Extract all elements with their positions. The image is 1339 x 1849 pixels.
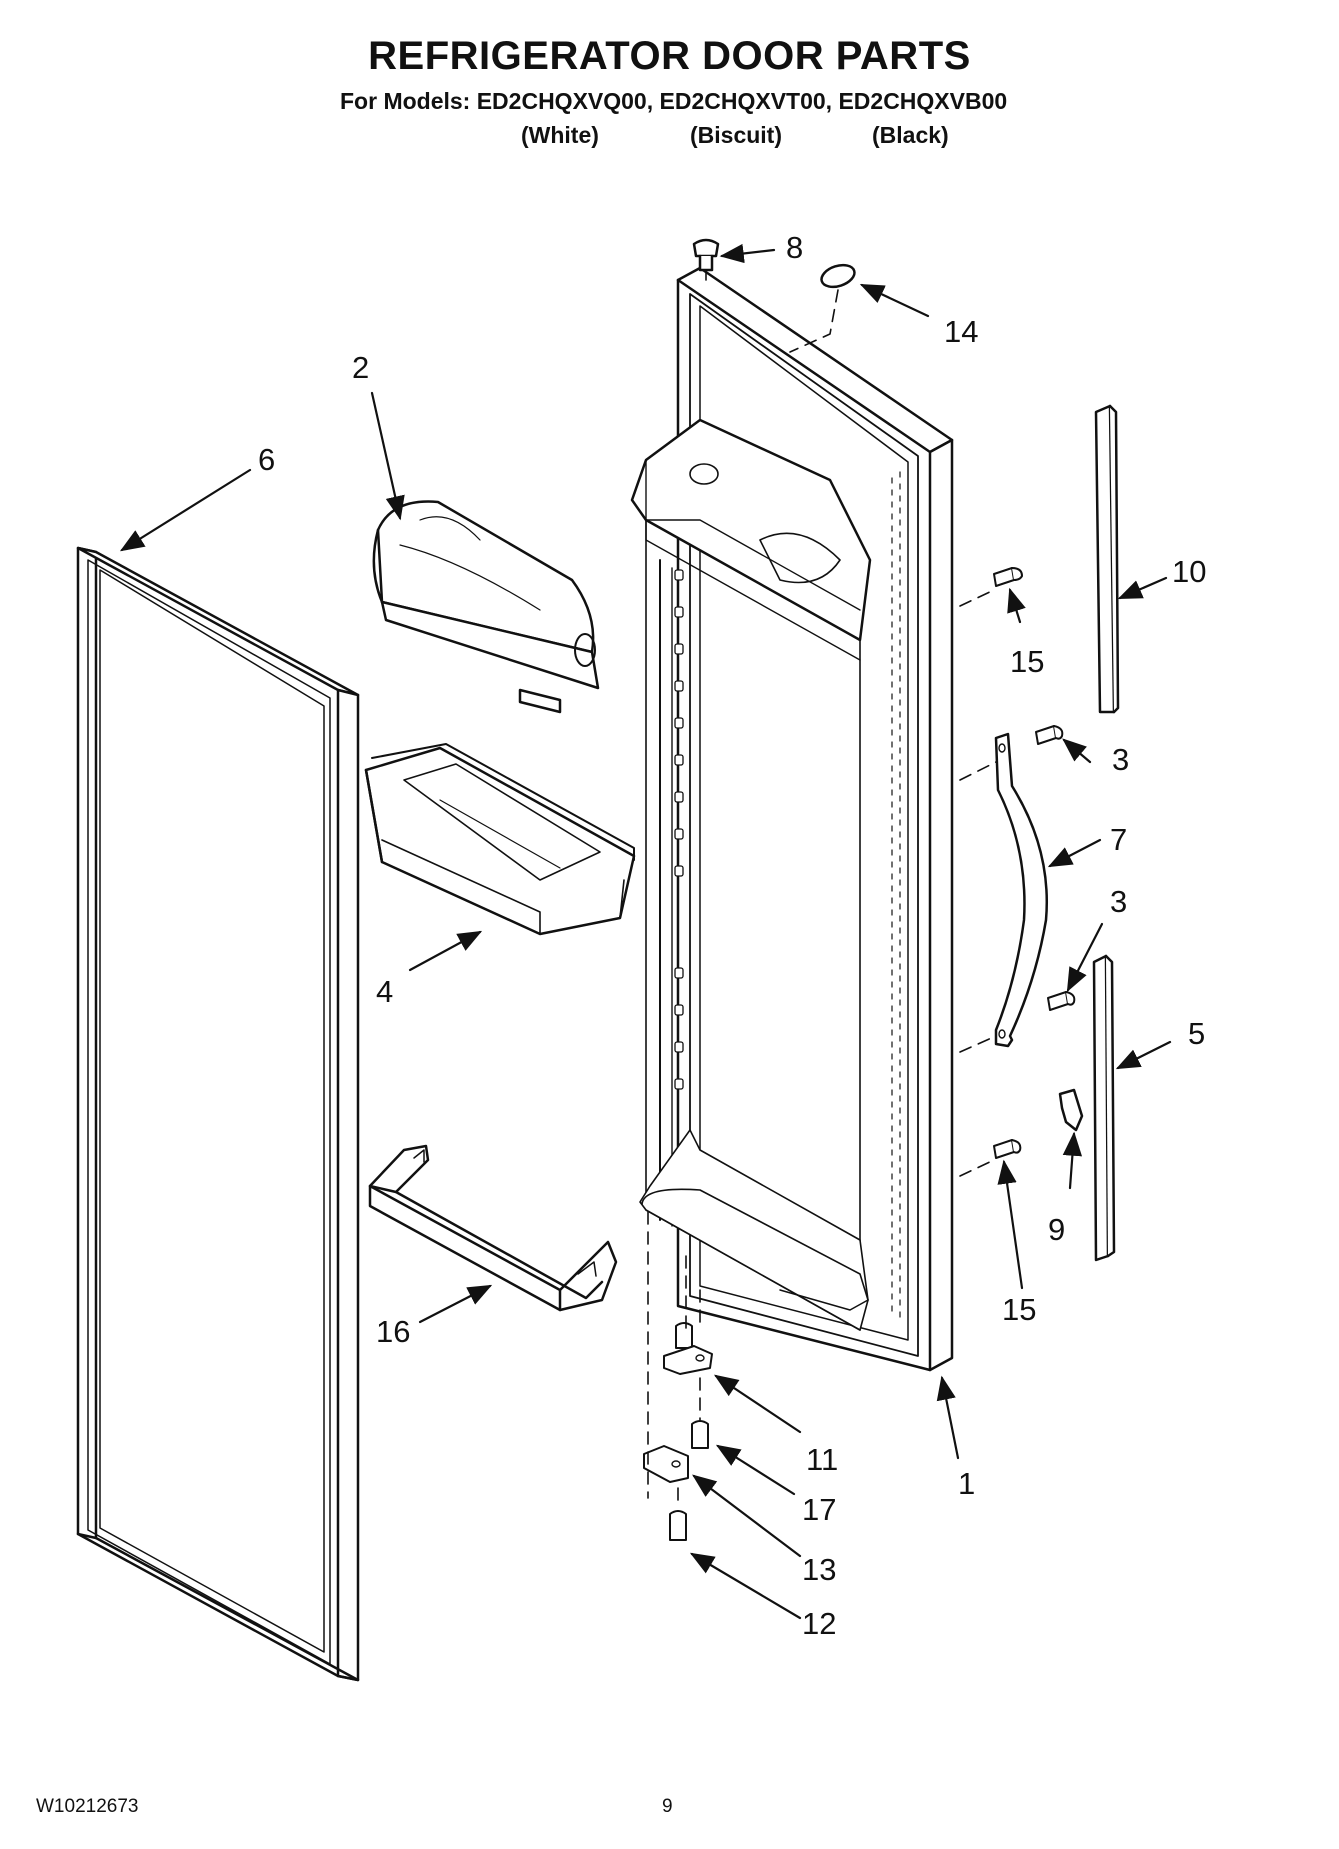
callout-13: 13 <box>802 1552 836 1587</box>
callout-15-top: 15 <box>1010 644 1044 679</box>
dairy-door-part <box>372 500 600 714</box>
callout-12: 12 <box>802 1606 836 1641</box>
callout-14: 14 <box>944 314 978 349</box>
callout-2: 2 <box>352 350 369 385</box>
page-number: 9 <box>662 1796 673 1817</box>
callout-7: 7 <box>1110 822 1127 857</box>
callout-5: 5 <box>1188 1016 1205 1051</box>
trim-clip-part <box>1058 1088 1084 1132</box>
callout-8: 8 <box>786 230 803 265</box>
shelf-mount-holes <box>674 569 684 1090</box>
door-handle-part <box>994 732 1048 1048</box>
callout-6: 6 <box>258 442 275 477</box>
callout-17: 17 <box>802 1492 836 1527</box>
page-title: REFRIGERATOR DOOR PARTS <box>368 34 971 78</box>
bottom-hinge-parts <box>643 1322 713 1541</box>
callout-11: 11 <box>806 1442 838 1477</box>
door-gasket-part <box>76 546 360 1682</box>
callout-4: 4 <box>376 974 393 1009</box>
alignment-lines <box>647 269 997 1509</box>
handle-screws <box>993 567 1076 1159</box>
bottom-trim-part <box>1092 954 1116 1262</box>
callout-3-top: 3 <box>1112 742 1129 777</box>
door-bin-part <box>364 743 636 936</box>
color-white: (White) <box>521 122 599 148</box>
door-bar-part <box>368 1144 618 1312</box>
door-assembly-part <box>630 266 954 1372</box>
models-line: For Models: ED2CHQXVQ00, ED2CHQXVT00, ED… <box>340 88 1008 114</box>
callout-16: 16 <box>376 1314 410 1349</box>
callout-10: 10 <box>1172 554 1206 589</box>
top-trim-part <box>1094 404 1120 714</box>
color-biscuit: (Biscuit) <box>690 122 782 148</box>
door-plug-part <box>692 238 720 272</box>
callout-3-bottom: 3 <box>1110 884 1127 919</box>
callout-leaders <box>119 243 1172 1620</box>
callout-9: 9 <box>1048 1212 1065 1247</box>
callout-1: 1 <box>958 1466 975 1501</box>
color-black: (Black) <box>872 122 949 148</box>
hole-plug-part <box>820 263 856 289</box>
callout-15-bottom: 15 <box>1002 1292 1036 1327</box>
document-number: W10212673 <box>36 1796 139 1817</box>
